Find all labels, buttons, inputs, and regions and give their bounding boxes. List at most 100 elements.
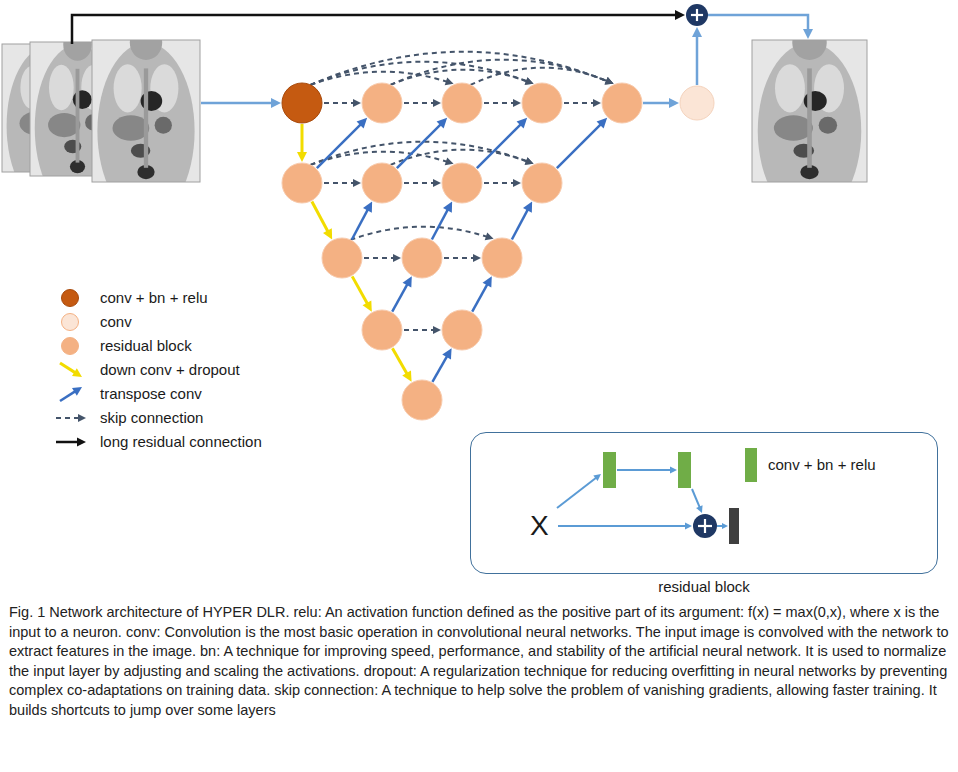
long-residual-sample <box>56 441 80 444</box>
residual-block-layer <box>482 238 522 278</box>
skip-connection <box>310 52 608 85</box>
skip-connection <box>484 102 515 104</box>
arrow-head <box>445 158 454 166</box>
arrow-head <box>675 10 685 20</box>
arrow-head <box>485 233 494 241</box>
arrow-head <box>597 118 608 129</box>
legend-label: down conv + dropout <box>100 361 240 379</box>
input-symbol: X <box>530 510 549 542</box>
residual-block-layer <box>322 238 362 278</box>
arrow-head <box>353 99 361 107</box>
legend-bar-swatch <box>745 448 757 482</box>
arrow-head <box>443 202 452 213</box>
transpose-conv-arrow <box>557 123 602 168</box>
transpose-conv-arrow <box>472 282 488 311</box>
transpose-conv-sample <box>60 390 77 401</box>
transpose-conv-arrow <box>432 354 448 381</box>
network-layers <box>282 4 714 420</box>
residual-block-layer <box>362 163 402 203</box>
down-conv-arrow <box>392 348 408 375</box>
residual-path <box>692 489 700 508</box>
arrow-head <box>445 78 454 86</box>
skip-connection <box>404 102 435 104</box>
arrow-head <box>433 99 441 107</box>
transpose-conv-arrow <box>477 123 522 168</box>
output-bar <box>729 508 739 544</box>
arrow-head <box>605 77 614 84</box>
legend-label: long residual connection <box>100 433 262 451</box>
arrow-head <box>363 202 372 213</box>
arrow-head <box>513 99 521 107</box>
arrow-head <box>685 523 692 530</box>
arrow-head <box>402 371 411 382</box>
arrow-head <box>442 348 451 359</box>
scan-border <box>92 40 200 182</box>
skip-connection <box>404 329 435 331</box>
arrow-head <box>513 179 521 187</box>
legend-label: skip connection <box>100 409 203 427</box>
down-conv-arrow <box>312 202 329 234</box>
arrow-head <box>72 387 82 396</box>
residual-path <box>557 477 597 508</box>
legend-label: residual block <box>100 337 192 355</box>
arrow-head <box>323 228 332 239</box>
arrow-head <box>72 368 82 377</box>
arrow-head <box>523 202 532 213</box>
arrow-head <box>403 276 412 287</box>
legend-line-sample <box>54 433 90 451</box>
residual-block-layer <box>522 163 562 203</box>
output-arrow <box>708 15 808 32</box>
transpose-conv-arrow <box>432 208 449 240</box>
arrow-head <box>593 99 601 107</box>
legend-label: conv + bn + relu <box>100 289 208 307</box>
scan-border <box>752 40 867 182</box>
legend-line-sample <box>54 409 90 427</box>
arrow-head <box>357 118 368 129</box>
arrow-head <box>77 438 86 447</box>
residual-block-illustration <box>557 452 739 544</box>
legend-line-sample <box>54 361 90 379</box>
skip-connection <box>404 182 435 184</box>
arrow-head <box>669 98 679 108</box>
arrow-head <box>483 276 492 287</box>
residual-block-layer <box>442 163 482 203</box>
skip-connection <box>484 182 515 184</box>
to-sum-arrow <box>696 34 699 85</box>
conv-bn-relu-layer <box>282 83 322 123</box>
arrow-head <box>525 157 534 164</box>
conv-bn-relu-bar <box>603 452 616 488</box>
skip-connection <box>390 60 608 85</box>
legend-label: transpose conv <box>100 385 202 403</box>
network-connections <box>72 10 813 382</box>
arrow-head <box>692 27 702 37</box>
residual-block-layer <box>402 238 442 278</box>
arrow-head <box>363 300 372 311</box>
arrow-head <box>670 467 677 474</box>
transpose-conv-arrow <box>512 208 529 240</box>
skip-connection <box>324 102 355 104</box>
identity-path <box>558 525 687 527</box>
transpose-conv-arrow <box>392 282 408 311</box>
legend-label: conv + bn + relu <box>768 456 876 474</box>
arrow-head <box>722 523 728 529</box>
arrow-head <box>271 98 281 108</box>
pet-ct-scan <box>752 40 867 182</box>
residual-block-layer <box>402 380 442 420</box>
down-conv-arrow <box>301 124 304 155</box>
skip-connection <box>364 257 395 259</box>
skip-connection <box>324 182 355 184</box>
residual-block-layer <box>442 310 482 350</box>
arrow-head <box>525 77 534 84</box>
conv-layer <box>680 86 714 120</box>
arrow-head <box>297 152 307 162</box>
skip-connection <box>444 257 475 259</box>
arrow-head <box>593 474 601 481</box>
transpose-conv-arrow <box>352 208 369 240</box>
arrow-head <box>353 179 361 187</box>
transpose-conv-arrow <box>397 123 442 168</box>
legend-label: conv <box>100 313 132 331</box>
legend-line-sample <box>54 385 90 403</box>
arrow-head <box>696 505 702 513</box>
residual-block-layer <box>282 163 322 203</box>
residual-block-layer <box>522 83 562 123</box>
